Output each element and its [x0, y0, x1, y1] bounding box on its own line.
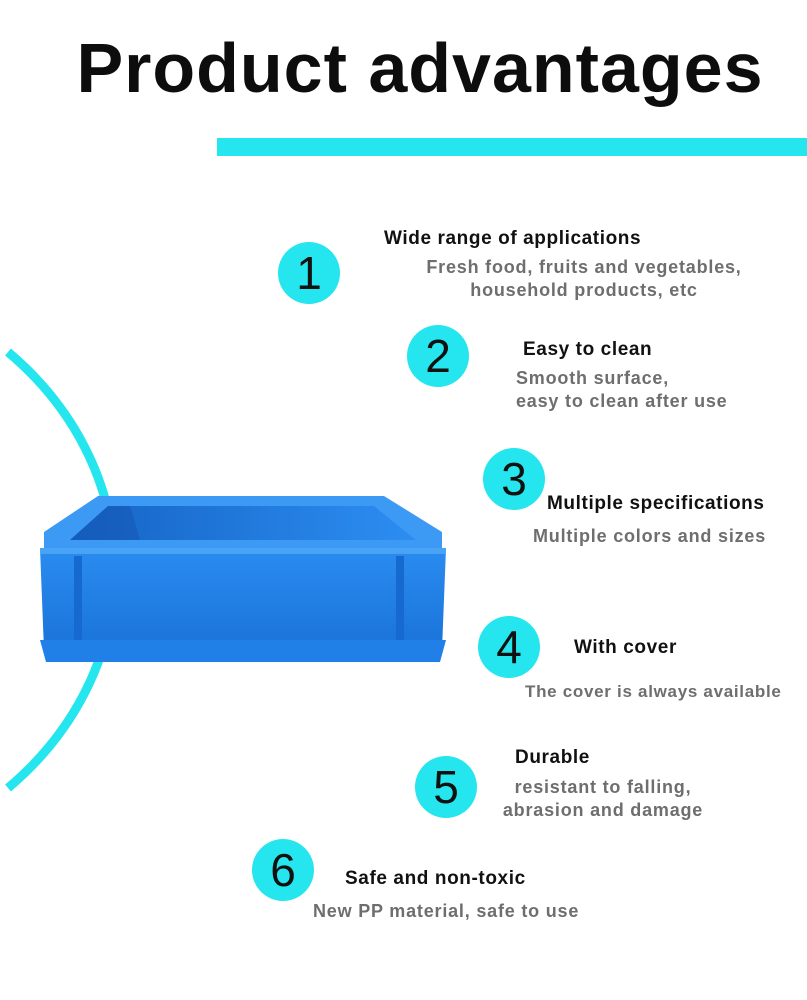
advantage-number-3: 3	[483, 448, 545, 510]
advantage-heading-1: Wide range of applications	[384, 228, 642, 249]
advantage-description-6: New PP material, safe to use	[313, 901, 580, 921]
advantage-number-5: 5	[415, 756, 477, 818]
advantage-description-4: The cover is always available	[525, 682, 782, 701]
title-accent-bar	[217, 138, 807, 156]
advantage-number-4: 4	[478, 616, 540, 678]
advantage-heading-2: Easy to clean	[523, 339, 653, 360]
advantage-heading-3: Multiple specifications	[547, 493, 765, 514]
advantage-number-2: 2	[407, 325, 469, 387]
advantage-description-3: Multiple colors and sizes	[533, 526, 767, 546]
advantage-description-5: resistant to falling, abrasion and damag…	[502, 777, 704, 820]
crate-image	[40, 496, 446, 662]
advantage-number-6: 6	[252, 839, 314, 901]
advantage-description-1: Fresh food, fruits and vegetables, house…	[426, 257, 742, 300]
advantage-description-2: Smooth surface, easy to clean after use	[516, 368, 728, 411]
advantage-heading-6: Safe and non-toxic	[345, 868, 526, 889]
advantage-heading-4: With cover	[574, 637, 677, 658]
page-title: Product advantages	[76, 29, 764, 107]
advantage-heading-5: Durable	[515, 747, 590, 768]
advantage-number-1: 1	[278, 242, 340, 304]
